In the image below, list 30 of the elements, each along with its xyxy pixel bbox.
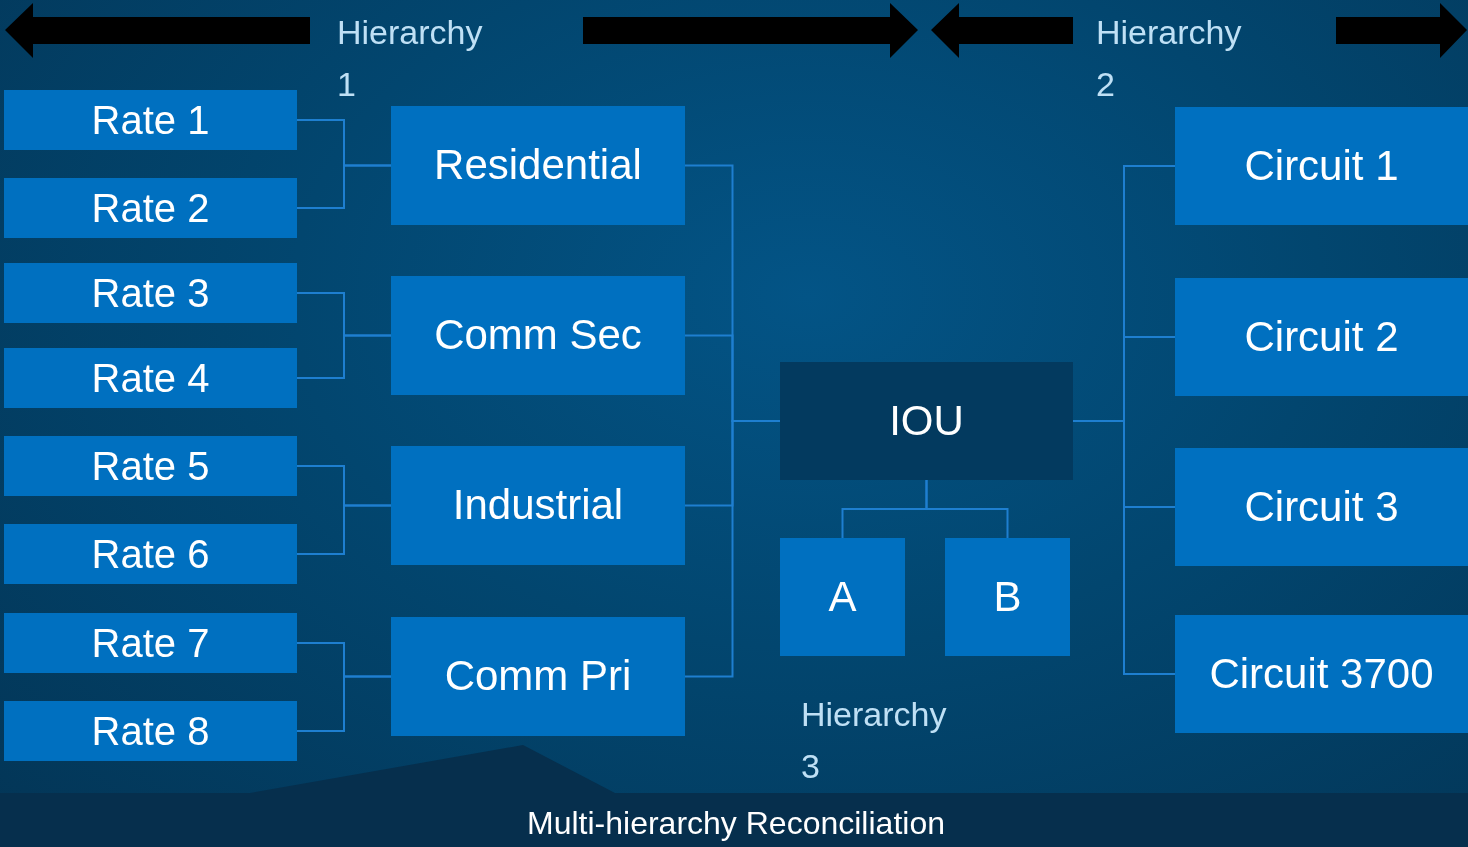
category-box: Rate 4 bbox=[4, 348, 297, 408]
category-box: Rate 7 bbox=[4, 613, 297, 673]
connector-line bbox=[296, 334, 392, 379]
category-box: Industrial bbox=[391, 446, 685, 565]
category-box: Circuit 3 bbox=[1175, 448, 1468, 566]
hierarchy-label: Hierarchy 1 bbox=[337, 12, 484, 105]
hierarchy-label: Hierarchy 3 bbox=[801, 694, 948, 787]
category-box: Residential bbox=[391, 106, 685, 225]
connector-line bbox=[925, 479, 1009, 539]
connector-line bbox=[296, 164, 392, 209]
category-box: Rate 1 bbox=[4, 90, 297, 150]
root-box: IOU bbox=[780, 362, 1073, 480]
connector-line bbox=[684, 420, 781, 678]
category-box: Comm Sec bbox=[391, 276, 685, 395]
hierarchy-label: Hierarchy 2 bbox=[1096, 12, 1243, 105]
category-box: Rate 2 bbox=[4, 178, 297, 238]
connector-line bbox=[1072, 420, 1176, 675]
connector-line bbox=[296, 504, 392, 555]
category-box: Rate 3 bbox=[4, 263, 297, 323]
band-label: Multi-hierarchy Reconciliation bbox=[526, 804, 946, 843]
category-box: Rate 5 bbox=[4, 436, 297, 496]
category-box: Circuit 3700 bbox=[1175, 615, 1468, 733]
category-box: Rate 6 bbox=[4, 524, 297, 584]
category-box: A bbox=[780, 538, 905, 656]
connector-line bbox=[296, 675, 392, 732]
category-box: Circuit 2 bbox=[1175, 278, 1468, 396]
category-box: Comm Pri bbox=[391, 617, 685, 736]
category-box: Rate 8 bbox=[4, 701, 297, 761]
category-box: Circuit 1 bbox=[1175, 107, 1468, 225]
category-box: B bbox=[945, 538, 1070, 656]
